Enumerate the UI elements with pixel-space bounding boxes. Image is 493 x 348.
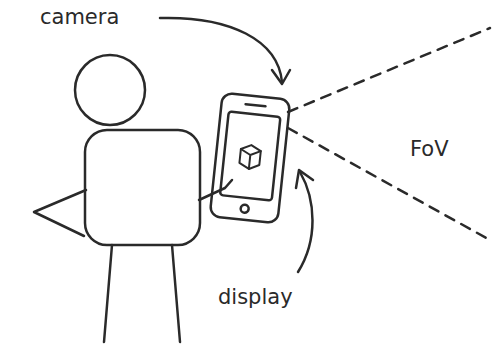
body xyxy=(85,130,200,245)
fov-line xyxy=(288,128,490,240)
phone xyxy=(210,93,291,223)
right-leg xyxy=(172,245,180,342)
display-label: display xyxy=(218,286,293,309)
arrowhead xyxy=(272,70,290,84)
left-arm xyxy=(34,190,86,236)
leader-arrow xyxy=(298,172,313,272)
arrowhead xyxy=(296,170,313,188)
camera-label: camera xyxy=(40,6,119,29)
left-leg xyxy=(104,245,112,342)
fov-label: FoV xyxy=(410,138,449,161)
head xyxy=(75,55,145,125)
cube-icon xyxy=(239,144,261,170)
leader-arrow xyxy=(160,18,282,82)
fov-line xyxy=(288,28,490,112)
